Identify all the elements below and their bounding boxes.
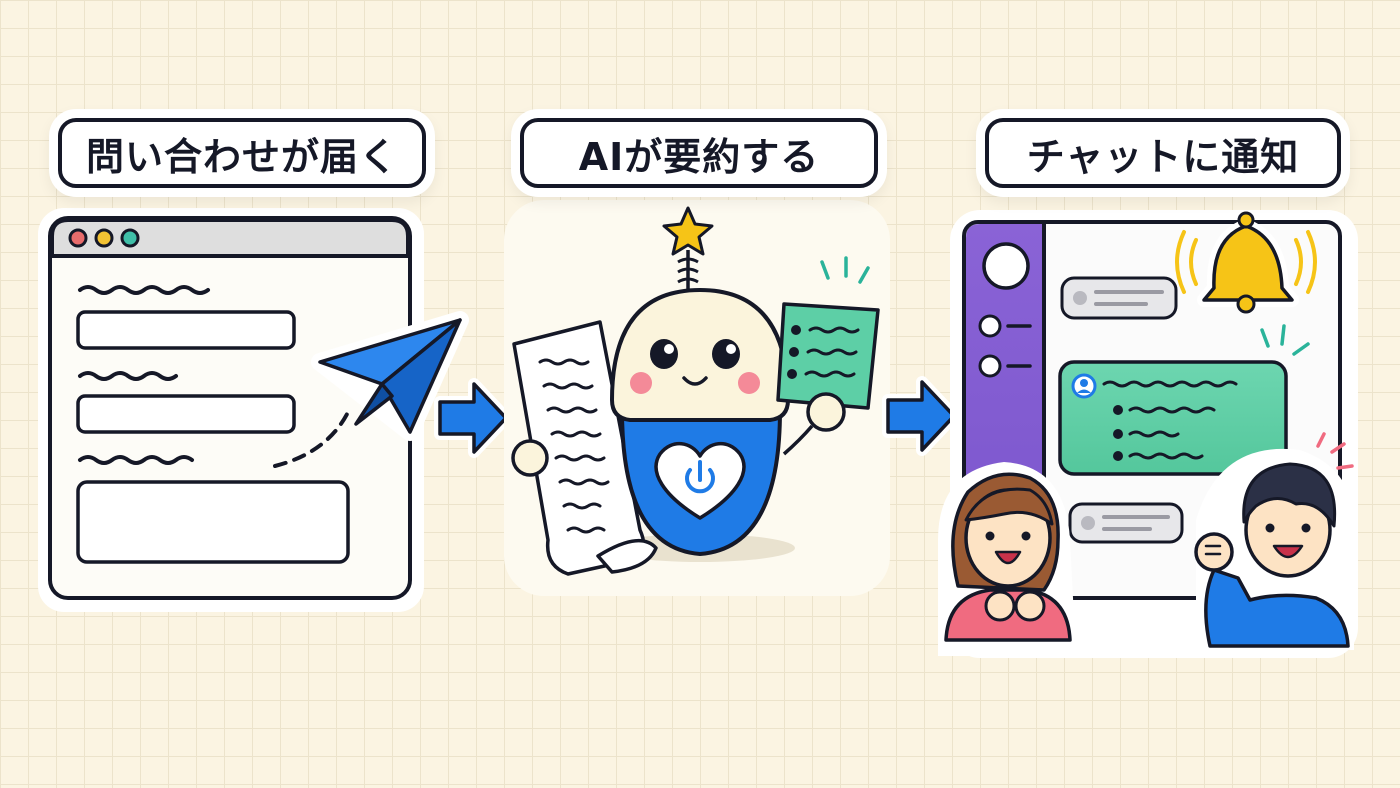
arrow-right-icon — [882, 376, 960, 456]
happy-woman-icon — [938, 462, 1076, 656]
form-label-1 — [78, 285, 210, 295]
step-1-title: 問い合わせが届く — [58, 118, 426, 188]
ai-robot-icon — [504, 200, 890, 596]
form-label-3 — [78, 455, 194, 465]
ai-summary-message — [1058, 360, 1288, 476]
workspace-avatar — [982, 242, 1030, 290]
summary-card-icon — [776, 256, 880, 410]
contact-form-icon — [38, 208, 424, 612]
window-close-dot — [68, 228, 88, 248]
happy-man-icon — [1194, 432, 1355, 650]
form-label-2 — [78, 371, 178, 381]
window-minimize-dot — [94, 228, 114, 248]
star-icon — [662, 206, 714, 256]
step-2-title: AIが要約する — [520, 118, 878, 188]
form-input-1 — [76, 310, 296, 350]
arrow-right-icon — [434, 378, 512, 458]
bell-icon — [1175, 211, 1317, 314]
step-3-title: チャットに通知 — [985, 118, 1341, 188]
form-textarea — [76, 480, 350, 564]
power-icon — [685, 460, 715, 494]
paper-airplane-icon — [273, 311, 469, 468]
form-input-2 — [76, 394, 296, 434]
window-maximize-dot — [120, 228, 140, 248]
